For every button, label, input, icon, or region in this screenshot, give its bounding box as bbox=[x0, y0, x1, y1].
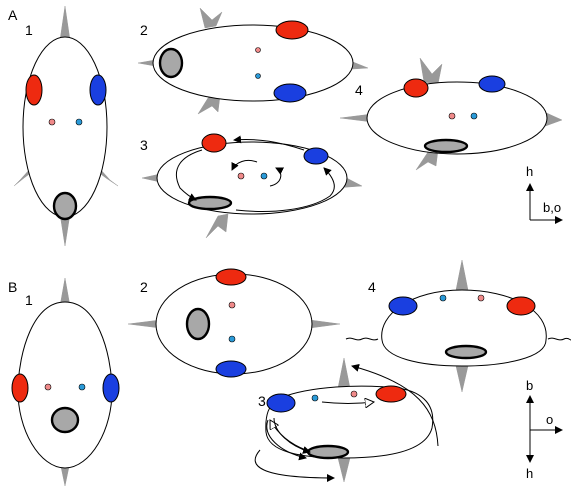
left-eye bbox=[266, 393, 296, 413]
panel-b-stage-4-label: 4 bbox=[368, 279, 376, 295]
panel-a-axes: h b,o bbox=[526, 164, 563, 224]
mouth bbox=[52, 191, 78, 221]
panel-b-stage-3-embryo bbox=[254, 357, 439, 483]
left-dot bbox=[439, 294, 447, 302]
right-eye bbox=[303, 147, 329, 165]
panel-b-stage-1-embryo bbox=[11, 277, 120, 487]
mouth bbox=[50, 406, 80, 434]
panel-b-axis-up-label: b bbox=[526, 378, 533, 393]
right-eye bbox=[506, 296, 536, 316]
right-dot bbox=[477, 294, 485, 302]
left-eye bbox=[201, 133, 227, 153]
right-dot bbox=[350, 390, 358, 398]
left-dot bbox=[48, 118, 56, 126]
ground-line bbox=[345, 337, 379, 341]
rotation-arrow bbox=[235, 167, 335, 212]
panel-a-stage-1-label: 1 bbox=[25, 22, 33, 38]
rotation-arrow bbox=[351, 363, 439, 447]
right-eye bbox=[215, 360, 247, 378]
left-dot bbox=[44, 383, 52, 391]
body-outline bbox=[366, 81, 548, 155]
right-dot bbox=[78, 383, 86, 391]
left-eye bbox=[275, 20, 309, 40]
right-dot bbox=[255, 73, 261, 79]
ground-line bbox=[547, 337, 571, 341]
panel-a: A 1 2 3 4 bbox=[8, 5, 563, 247]
left-dot bbox=[228, 301, 236, 309]
left-dot bbox=[255, 47, 261, 53]
panel-b-stage-1-label: 1 bbox=[25, 292, 33, 308]
panel-a-stage-4-embryo bbox=[339, 57, 563, 171]
rotation-arrow bbox=[321, 402, 374, 404]
right-eye bbox=[478, 75, 506, 93]
panel-a-axis-right-label: b,o bbox=[543, 200, 561, 215]
right-dot bbox=[75, 118, 83, 126]
spine bbox=[127, 319, 161, 329]
left-dot bbox=[311, 394, 319, 402]
left-eye bbox=[215, 268, 247, 286]
rotation-arrow bbox=[273, 417, 311, 454]
mouth bbox=[158, 47, 184, 79]
spine bbox=[337, 457, 351, 483]
left-eye bbox=[388, 296, 418, 316]
left-dot bbox=[237, 172, 245, 180]
panel-a-stage-2-label: 2 bbox=[140, 22, 148, 38]
panel-b-stage-4-embryo bbox=[345, 259, 571, 393]
spine bbox=[137, 59, 156, 67]
right-dot bbox=[260, 172, 268, 180]
body-outline bbox=[22, 36, 108, 218]
panel-b-axis-down-label: h bbox=[526, 466, 533, 481]
right-dot bbox=[228, 335, 236, 343]
body-outline bbox=[152, 24, 354, 102]
spine bbox=[419, 57, 443, 85]
right-eye bbox=[375, 385, 407, 403]
mouth bbox=[444, 344, 488, 360]
spine bbox=[337, 357, 351, 389]
rotation-arrow bbox=[231, 159, 258, 171]
mouth bbox=[306, 444, 350, 460]
mouth bbox=[187, 195, 233, 211]
panel-b-axis-right-label: o bbox=[546, 412, 553, 427]
body-outline bbox=[155, 273, 313, 375]
rotation-arrow bbox=[233, 135, 305, 151]
spine bbox=[309, 319, 341, 329]
panel-b-stage-2-embryo bbox=[127, 268, 341, 378]
right-eye bbox=[273, 83, 307, 103]
left-dot bbox=[448, 112, 456, 120]
spine bbox=[455, 259, 469, 291]
left-eye bbox=[403, 78, 429, 98]
panel-b-letter: B bbox=[8, 279, 17, 295]
panel-a-stage-3-label: 3 bbox=[140, 137, 148, 153]
panel-b: B 1 2 3 4 bbox=[8, 259, 571, 487]
panel-a-stage-3-embryo bbox=[141, 133, 363, 239]
left-eye bbox=[25, 74, 43, 106]
mouth bbox=[185, 307, 211, 341]
panel-a-stage-2-embryo bbox=[137, 7, 369, 115]
mouth bbox=[423, 138, 469, 154]
rotation-arrow bbox=[266, 419, 307, 461]
body-outline bbox=[381, 289, 547, 367]
right-eye bbox=[89, 74, 107, 106]
panel-b-axes: b o h bbox=[526, 378, 563, 481]
panel-a-stage-1-embryo bbox=[13, 5, 119, 247]
spine bbox=[205, 213, 229, 239]
right-eye bbox=[102, 373, 120, 403]
body-outline bbox=[17, 301, 113, 469]
left-eye bbox=[11, 373, 29, 403]
body-outline bbox=[265, 385, 434, 459]
panel-a-stage-4-label: 4 bbox=[355, 82, 363, 98]
panel-a-letter: A bbox=[8, 7, 18, 23]
spine bbox=[455, 365, 469, 393]
spine bbox=[59, 5, 71, 41]
rotation-arrow bbox=[254, 449, 335, 482]
right-dot bbox=[470, 112, 478, 120]
rotation-arrow bbox=[175, 149, 203, 201]
spine bbox=[199, 7, 223, 29]
panel-a-axis-up-label: h bbox=[526, 164, 533, 179]
panel-b-stage-3-label: 3 bbox=[258, 393, 266, 409]
rotation-arrow bbox=[269, 167, 285, 187]
panel-b-stage-2-label: 2 bbox=[140, 279, 148, 295]
